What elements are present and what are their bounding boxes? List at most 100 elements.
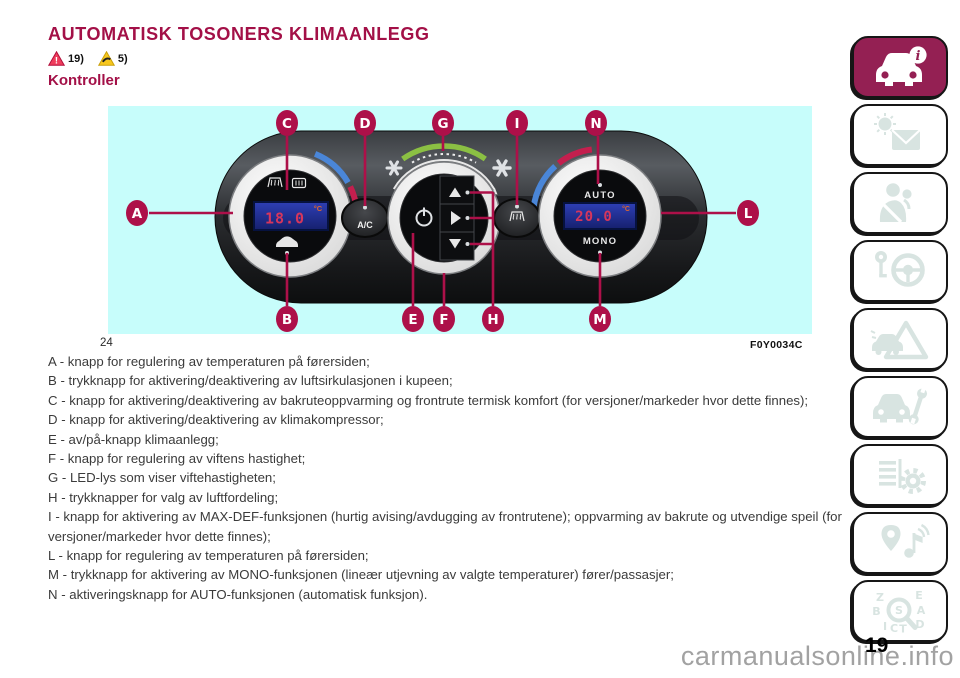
svg-text:D: D	[359, 116, 370, 132]
driver-temperature-unit: °C	[314, 204, 323, 213]
legend-item-N: N - aktiveringsknapp for AUTO-funksjonen…	[48, 586, 428, 602]
svg-text:G: G	[437, 116, 448, 132]
sidebar-tab-technical-data[interactable]	[852, 444, 948, 506]
callout-B: B	[276, 306, 298, 332]
legend-item-B: B - trykknapp for aktivering/deaktiverin…	[48, 373, 453, 389]
svg-text:B: B	[872, 605, 880, 618]
svg-text:E: E	[915, 589, 923, 602]
safety-belt-icon	[879, 183, 912, 224]
driver-temperature-display: 18.0 °C	[253, 201, 329, 231]
arrow-right-icon	[451, 211, 461, 225]
svg-text:I: I	[514, 116, 519, 132]
passenger-temperature-display: 20.0 °C	[563, 202, 637, 230]
technical-data-icon	[879, 459, 926, 494]
ac-button-label: A/C	[357, 220, 373, 230]
passenger-temperature-unit: °C	[622, 205, 630, 213]
arrow-down-icon	[449, 239, 461, 249]
legend-item-F: F - knapp for regulering av viftens hast…	[48, 451, 306, 467]
max-def-windshield-icon	[509, 211, 525, 222]
callout-N: N	[585, 110, 607, 136]
legend-item-G: G - LED-lys som viser viftehastigheten;	[48, 470, 276, 486]
callout-L: L	[737, 200, 759, 226]
legend: A - knapp for regulering av temperaturen…	[48, 352, 846, 604]
fan-control-knob	[387, 161, 501, 275]
index-search-icon: Z E B A S I C T D	[872, 589, 926, 635]
svg-text:N: N	[590, 116, 601, 132]
svg-text:C: C	[282, 116, 292, 132]
legend-item-I: I - knapp for aktivering av MAX-DEF-funk…	[48, 509, 842, 544]
callout-H: H	[482, 306, 504, 332]
svg-text:F: F	[439, 312, 448, 328]
sidebar-tab-safety[interactable]	[852, 172, 948, 234]
svg-text:Z: Z	[876, 591, 884, 604]
warning-ref-label: 19)	[68, 52, 84, 65]
fan-low-icon	[385, 160, 403, 176]
sidebar-tab-index[interactable]: Z E B A S I C T D	[852, 580, 948, 642]
sidebar-tab-starting-driving[interactable]	[852, 240, 948, 302]
auto-button-label: AUTO	[584, 190, 616, 201]
callout-leader-lines	[149, 136, 736, 306]
climate-control-diagram: 18.0 °C A/C	[126, 110, 759, 332]
red-warning-triangle-icon: !	[48, 51, 65, 66]
legend-item-C: C - knapp for aktivering/deaktivering av…	[48, 392, 809, 408]
page-number: 19	[865, 634, 889, 657]
sidebar-tab-vehicle-info[interactable]: i	[852, 36, 948, 98]
svg-text:A: A	[917, 604, 926, 617]
driver-temperature-knob: 18.0 °C	[228, 154, 352, 278]
callout-D: D	[354, 110, 376, 136]
fan-high-icon	[492, 159, 512, 177]
callout-G: G	[432, 110, 454, 136]
warning-exclamation: !	[55, 56, 58, 67]
car-info-icon: i	[876, 46, 927, 86]
warning-ref-2: 5)	[97, 51, 128, 66]
warning-references: ! 19) 5)	[48, 51, 136, 66]
legend-item-L: L - knapp for regulering av temperaturen…	[48, 548, 369, 564]
callout-F: F	[433, 306, 455, 332]
info-glyph: i	[916, 49, 921, 64]
svg-text:D: D	[915, 618, 924, 631]
sidebar-tab-multimedia[interactable]	[852, 512, 948, 574]
svg-text:I: I	[883, 620, 887, 633]
svg-text:S: S	[895, 604, 903, 617]
windshield-defrost-icon	[267, 177, 283, 188]
sidebar-tab-emergency[interactable]	[852, 308, 948, 370]
callout-C: C	[276, 110, 298, 136]
figure-page-ref: 24	[100, 337, 113, 349]
driver-temperature-value: 18.0	[265, 210, 305, 228]
power-icon	[415, 207, 433, 227]
svg-text:E: E	[408, 312, 417, 328]
arrow-up-icon	[449, 187, 461, 197]
figure-code: F0Y0034C	[750, 339, 803, 351]
legend-item-A: A - knapp for regulering av temperaturen…	[48, 354, 370, 369]
yellow-caution-triangle-icon	[97, 51, 115, 66]
svg-text:L: L	[744, 206, 753, 222]
callouts: A B C D E F G H I L M N	[126, 110, 759, 332]
legend-item-M: M - trykknapp for aktivering av MONO-fun…	[48, 567, 674, 583]
sidebar-tab-warning-lights[interactable]	[852, 104, 948, 166]
passenger-temperature-scale	[530, 146, 593, 208]
svg-text:M: M	[593, 312, 606, 328]
callout-E: E	[402, 306, 424, 332]
climate-control-figure: 18.0 °C A/C	[108, 106, 812, 334]
air-distribution-buttons	[439, 175, 475, 261]
callout-A: A	[126, 200, 148, 226]
rear-window-defrost-icon	[291, 177, 307, 189]
svg-text:B: B	[282, 312, 292, 328]
legend-item-E: E - av/på-knapp klimaanlegg;	[48, 431, 219, 447]
caution-ref-label: 5)	[117, 52, 128, 65]
warning-lights-icon	[874, 113, 921, 150]
emergency-triangle-icon	[870, 320, 929, 360]
passenger-temperature-knob: AUTO 20.0 °C MONO	[538, 154, 662, 278]
car-wrench-icon	[873, 386, 928, 425]
multimedia-icon	[881, 523, 930, 558]
mono-button-label: MONO	[583, 236, 617, 247]
svg-text:A: A	[132, 206, 143, 222]
warning-ref-1: ! 19)	[48, 51, 84, 66]
svg-text:C: C	[890, 622, 898, 634]
sidebar-tab-maintenance[interactable]	[852, 376, 948, 438]
legend-item-H: H - trykknapper for valg av luftfordelin…	[48, 489, 279, 505]
svg-text:T: T	[899, 623, 907, 635]
passenger-temperature-value: 20.0	[575, 209, 613, 225]
legend-item-D: D - knapp for aktivering/deaktivering av…	[48, 412, 384, 428]
page-title: AUTOMATISK TOSONERS KLIMAANLEGG	[48, 24, 430, 44]
